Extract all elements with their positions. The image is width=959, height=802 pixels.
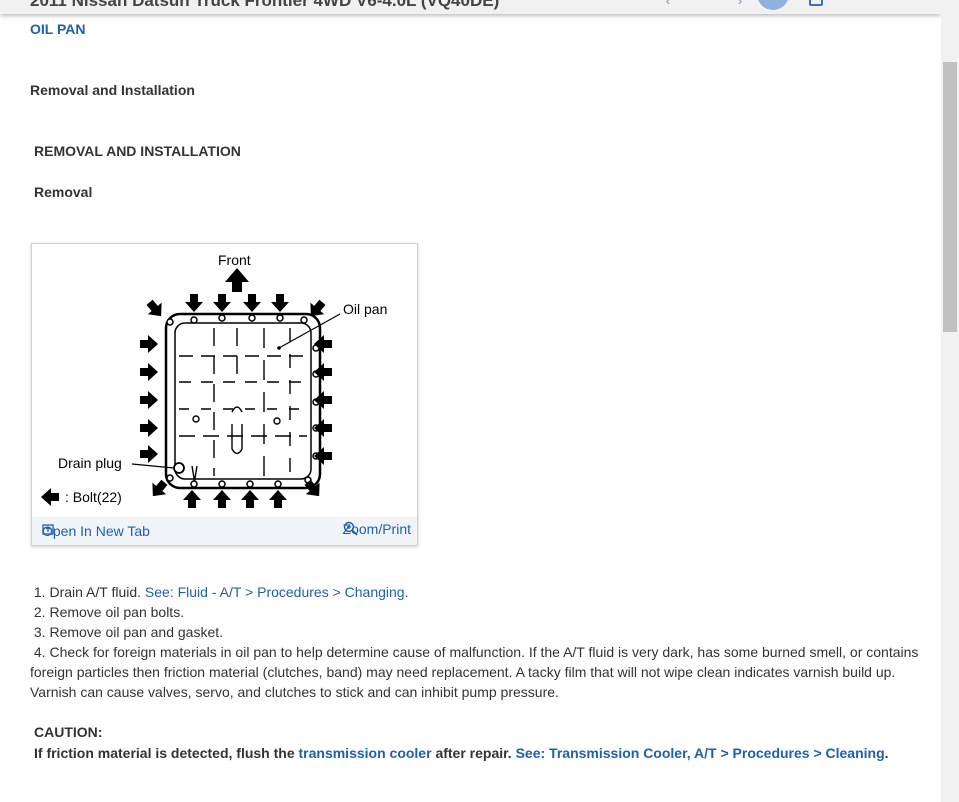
step-1-text: Drain A/T fluid.: [49, 584, 142, 600]
fluid-changing-link[interactable]: See: Fluid - A/T > Procedures > Changing: [144, 584, 405, 600]
step-4: 4. Check for foreign materials in oil pa…: [30, 642, 930, 702]
caution-text-b: after repair.: [435, 745, 512, 761]
user-avatar[interactable]: [757, 0, 789, 10]
step-4-text: 4. Check for foreign materials in oil pa…: [30, 644, 919, 700]
zoom-print-label: Zoom/Print: [342, 521, 411, 537]
scrollbar-thumb[interactable]: [943, 62, 957, 332]
app-header: 2011 Nissan Datsun Truck Frontier 4WD V6…: [0, 0, 941, 14]
step-1-end: .: [404, 584, 409, 600]
zoom-in-icon: [343, 521, 358, 536]
oil-pan-figure: Front: [31, 243, 418, 546]
caution-text-end: .: [884, 745, 889, 761]
caution-text: If friction material is detected, flush …: [34, 743, 914, 764]
caution-heading: CAUTION:: [34, 724, 103, 740]
step-2-text: 2. Remove oil pan bolts.: [33, 604, 185, 620]
oil-pan-outline: [164, 312, 322, 490]
bolt-legend-label: : Bolt(22): [65, 489, 122, 505]
zoom-print-button[interactable]: Zoom/Print: [343, 521, 411, 537]
sub-heading: REMOVAL AND INSTALLATION: [34, 143, 241, 159]
caution-block: CAUTION: If friction material is detecte…: [34, 722, 914, 764]
step-3: 3. Remove oil pan and gasket.: [30, 622, 930, 642]
transmission-cooler-cleaning-link[interactable]: See: Transmission Cooler, A/T > Procedur…: [515, 745, 885, 761]
caution-text-a: If friction material is detected, flush …: [34, 745, 295, 761]
removal-heading: Removal: [34, 184, 93, 200]
front-label: Front: [218, 252, 251, 268]
open-new-tab-icon: [42, 524, 54, 535]
procedure-steps: 1. Drain A/T fluid. See: Fluid - A/T > P…: [30, 582, 930, 702]
open-new-tab-button[interactable]: Open In New Tab: [42, 523, 150, 539]
forward-arrow-icon[interactable]: ›: [738, 0, 742, 8]
open-new-tab-label: Open In New Tab: [42, 523, 150, 539]
step-2: 2. Remove oil pan bolts.: [30, 602, 930, 622]
oil-pan-diagram: Front: [41, 252, 387, 508]
drain-plug-icon: [173, 462, 185, 474]
vertical-scrollbar[interactable]: [941, 0, 959, 802]
page-title-link[interactable]: OIL PAN: [30, 21, 86, 37]
figure-toolbar: Open In New Tab Zoom/Print: [32, 517, 417, 545]
step-1-number: 1.: [33, 584, 46, 600]
oil-pan-label: Oil pan: [343, 301, 387, 317]
transmission-cooler-link[interactable]: transmission cooler: [298, 745, 432, 761]
back-arrow-icon[interactable]: ‹: [666, 0, 670, 8]
step-1: 1. Drain A/T fluid. See: Fluid - A/T > P…: [30, 582, 930, 602]
step-3-text: 3. Remove oil pan and gasket.: [33, 624, 224, 640]
document-icon[interactable]: [809, 0, 823, 6]
vehicle-title: 2011 Nissan Datsun Truck Frontier 4WD V6…: [30, 0, 500, 10]
section-title: Removal and Installation: [30, 82, 195, 98]
drain-plug-label: Drain plug: [58, 455, 122, 471]
front-arrow-icon: [225, 268, 249, 292]
